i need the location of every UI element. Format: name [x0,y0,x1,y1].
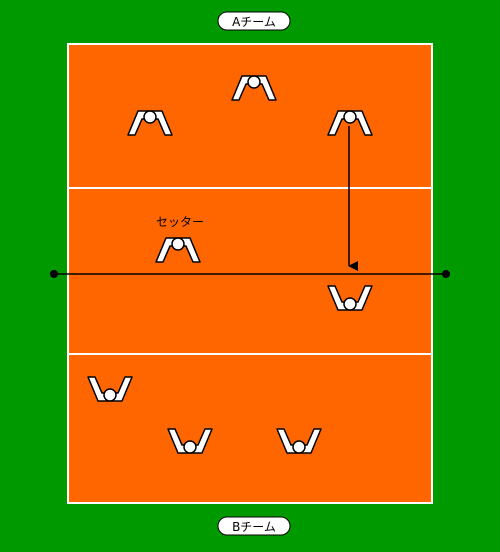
team-a-label: Aチーム [232,15,276,29]
team-b-badge: Bチーム [217,516,291,536]
team-b-label: Bチーム [232,520,276,534]
team-a-badge: Aチーム [217,11,291,31]
net-post-right [442,270,450,278]
net-post-left [50,270,58,278]
setter-label: セッター [156,215,204,229]
